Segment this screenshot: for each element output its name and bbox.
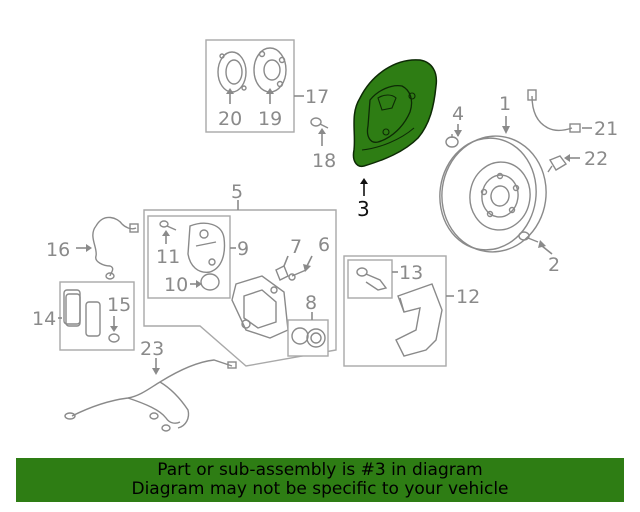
callout-5: 5: [231, 181, 243, 203]
callout-18: 18: [312, 150, 336, 172]
caliper-carrier-part-12[interactable]: [395, 283, 443, 357]
brake-rotor-part-1[interactable]: [433, 129, 554, 258]
wheel-bearing-part-20[interactable]: [217, 51, 247, 93]
callout-2: 2: [548, 254, 560, 276]
callout-17: 17: [305, 86, 329, 108]
callout-4: 4: [452, 103, 464, 125]
banner-line-2: Diagram may not be specific to your vehi…: [131, 479, 509, 499]
bolt-part-15[interactable]: [108, 333, 120, 343]
callout-11: 11: [156, 246, 180, 268]
seal-part-10[interactable]: [200, 273, 220, 291]
group-box-5: [143, 209, 337, 367]
sensor-part-22[interactable]: [547, 155, 568, 173]
bolt-part-13[interactable]: [356, 267, 388, 291]
callout-21: 21: [594, 118, 618, 140]
caliper-bracket[interactable]: [231, 275, 289, 339]
bolt-part-4[interactable]: [445, 134, 459, 148]
banner-line-1: Part or sub-assembly is #3 in diagram: [157, 460, 483, 480]
callout-16: 16: [46, 239, 70, 261]
callout-8: 8: [305, 292, 317, 314]
wiring-harness-part-23[interactable]: [64, 359, 237, 432]
group-box-12: [343, 255, 447, 367]
callout-20: 20: [218, 108, 242, 130]
group-box-17: [205, 39, 295, 133]
callout-1: 1: [499, 93, 511, 115]
guide-pin-part-7[interactable]: [275, 265, 289, 281]
seal-kit-part-8[interactable]: [291, 327, 326, 348]
callout-22: 22: [584, 148, 608, 170]
info-banner: Part or sub-assembly is #3 in diagram Di…: [16, 458, 624, 502]
callout-15: 15: [107, 294, 131, 316]
callout-23: 23: [140, 338, 164, 360]
bolt-part-2[interactable]: [518, 231, 539, 243]
wear-sensor-part-16[interactable]: [92, 216, 139, 280]
callout-3: 3: [357, 197, 370, 221]
bolt-part-18[interactable]: [310, 117, 329, 129]
brake-splash-shield-part-3[interactable]: [352, 59, 438, 168]
callout-12: 12: [456, 286, 480, 308]
brake-pads-part-14[interactable]: [63, 289, 101, 337]
callout-14: 14: [32, 308, 56, 330]
group-box-14: [59, 281, 135, 351]
wear-sensor-part-21[interactable]: [527, 89, 581, 133]
bleeder-part-11[interactable]: [159, 220, 177, 231]
callout-7: 7: [290, 236, 302, 258]
group-box-13: [347, 259, 393, 299]
callout-13: 13: [399, 262, 423, 284]
wheel-hub-part-19[interactable]: [253, 47, 287, 93]
caliper-housing-part-9[interactable]: [187, 222, 226, 273]
callout-19: 19: [258, 108, 282, 130]
guide-bolt-part-6[interactable]: [288, 269, 307, 281]
callout-9: 9: [237, 238, 249, 260]
callout-10: 10: [164, 274, 188, 296]
callout-6: 6: [318, 234, 330, 256]
